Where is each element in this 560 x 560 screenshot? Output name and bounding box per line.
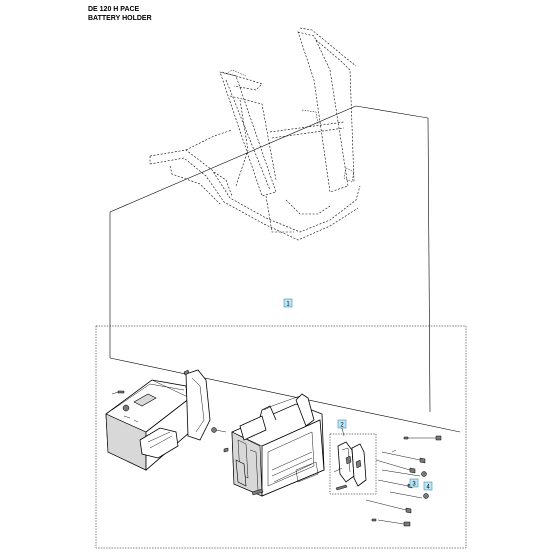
callout-2-leader	[341, 427, 345, 437]
callout-4-label: 4	[426, 485, 430, 491]
subassembly-2-box	[329, 433, 377, 495]
latch-bracket-part	[333, 441, 367, 491]
screws-hardware	[365, 435, 442, 527]
model-title: DE 120 H PACE	[88, 6, 140, 13]
battery-tray-part	[105, 369, 227, 471]
callout-3-label: 3	[412, 482, 416, 488]
callout-2[interactable]: 2	[337, 419, 347, 429]
battery-holder-frame-part	[223, 393, 325, 497]
machine-frame-reference	[149, 27, 361, 241]
callout-4[interactable]: 4	[423, 481, 433, 491]
callout-3[interactable]: 3	[409, 478, 419, 488]
callout-1[interactable]: 1	[283, 298, 293, 308]
page-header: DE 120 H PACE BATTERY HOLDER	[88, 5, 152, 23]
section-title: BATTERY HOLDER	[88, 15, 152, 22]
kit-boundary-box	[95, 325, 467, 549]
reference-leader-box	[109, 105, 461, 433]
callout-1-label: 1	[286, 302, 290, 308]
callout-2-label: 2	[340, 423, 344, 429]
